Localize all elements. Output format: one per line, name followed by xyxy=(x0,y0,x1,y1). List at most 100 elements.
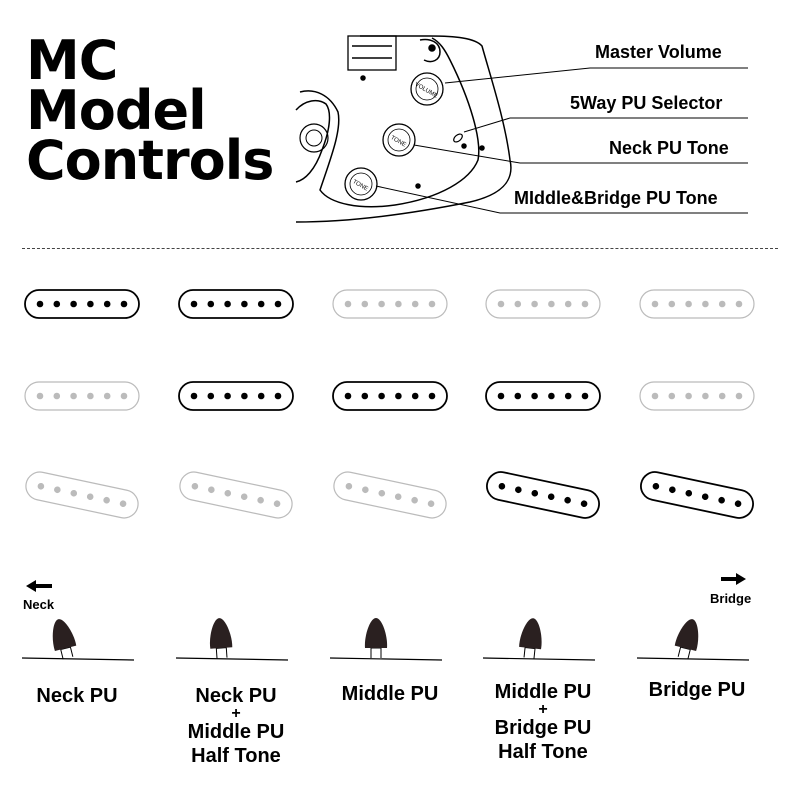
pole-piece xyxy=(86,493,94,501)
pole-piece xyxy=(119,500,127,508)
pole-piece xyxy=(564,300,572,308)
pole-piece xyxy=(257,496,264,504)
pole-piece xyxy=(411,392,419,400)
pole-piece xyxy=(394,493,402,501)
pickup-cover xyxy=(485,289,601,319)
pole-piece xyxy=(531,489,539,497)
pole-piece xyxy=(378,300,385,308)
pole-piece xyxy=(190,300,198,308)
position-label-line: Half Tone xyxy=(191,745,281,767)
switch-base-line xyxy=(636,657,750,661)
pole-piece xyxy=(103,392,111,400)
pole-piece xyxy=(362,486,369,494)
right-arrow-icon xyxy=(721,573,746,585)
pole-piece xyxy=(207,392,215,400)
pickup-cover xyxy=(485,381,601,411)
pickup-middle-pos2 xyxy=(178,381,294,411)
switch-lever xyxy=(519,618,542,659)
pole-piece xyxy=(241,392,248,400)
pole-piece xyxy=(345,482,353,490)
pole-piece xyxy=(257,300,265,308)
pickup-bridge-pos2 xyxy=(179,471,293,519)
pole-piece xyxy=(53,392,61,400)
horn-rosette xyxy=(299,123,329,153)
pole-piece xyxy=(514,300,522,308)
volume-knob: VOLUME xyxy=(410,72,444,106)
pole-piece xyxy=(120,392,128,400)
pickup-cover xyxy=(639,289,755,319)
pole-piece xyxy=(70,489,78,497)
switch-lever xyxy=(674,619,699,660)
guitar-body-illustration xyxy=(295,35,512,223)
pickguard-outline xyxy=(299,37,480,208)
pole-piece xyxy=(274,392,282,400)
callout-selector: 5Way PU Selector xyxy=(570,93,723,113)
pole-piece xyxy=(651,392,659,400)
pole-piece xyxy=(734,500,742,508)
pole-piece xyxy=(37,482,45,490)
callout-neck-tone: Neck PU Tone xyxy=(609,138,729,158)
pole-piece xyxy=(274,300,282,308)
pole-piece xyxy=(701,493,709,501)
title-line-1: MC xyxy=(26,29,118,92)
pole-piece xyxy=(361,300,369,308)
pole-piece xyxy=(427,500,435,508)
pole-piece xyxy=(702,300,709,308)
pickup-middle-pos3 xyxy=(332,381,448,411)
position-label-line: Bridge PU xyxy=(494,717,592,739)
pole-piece xyxy=(208,486,215,494)
position-label-3: Middle PU xyxy=(315,682,465,706)
pole-piece xyxy=(581,392,589,400)
pole-piece xyxy=(735,392,743,400)
pole-piece xyxy=(378,392,385,400)
dashed-divider xyxy=(22,248,778,249)
pole-piece xyxy=(36,392,44,400)
switch-knob xyxy=(674,619,699,651)
position-label-1: Neck PU xyxy=(2,684,152,708)
selector-switch-tip xyxy=(453,133,463,143)
pole-piece xyxy=(54,486,61,494)
pole-piece xyxy=(668,300,676,308)
body-outline xyxy=(295,35,512,223)
position-label-line: + xyxy=(231,705,241,722)
neck-tone-knob: TONE xyxy=(382,123,416,157)
pickup-cover xyxy=(332,381,448,411)
pole-piece xyxy=(564,496,571,504)
bridge-plate xyxy=(347,35,397,71)
callout-middle-bridge-tone: MIddle&Bridge PU Tone xyxy=(514,188,718,208)
pole-piece xyxy=(103,496,110,504)
pole-piece xyxy=(685,489,693,497)
pole-piece xyxy=(70,300,77,308)
pole-piece xyxy=(668,392,676,400)
pole-piece xyxy=(257,392,265,400)
pole-piece xyxy=(702,392,709,400)
pole-piece xyxy=(548,392,555,400)
pole-piece xyxy=(685,392,692,400)
switch-base-line xyxy=(482,657,596,661)
bridge-direction-label: Bridge xyxy=(710,591,752,606)
pole-piece xyxy=(735,300,743,308)
pole-piece xyxy=(652,482,660,490)
callout-leader-lines xyxy=(375,67,748,214)
pole-piece xyxy=(344,300,352,308)
pickup-grid xyxy=(24,289,755,519)
pole-piece xyxy=(224,300,231,308)
callout-master-volume: Master Volume xyxy=(595,42,722,62)
pickup-cover xyxy=(178,289,294,319)
pickup-cover xyxy=(332,289,448,319)
pole-piece xyxy=(87,392,94,400)
switch-lever xyxy=(52,619,77,660)
pickup-cover xyxy=(178,381,294,411)
position-label-line: Middle PU xyxy=(494,681,592,703)
pole-piece xyxy=(531,392,538,400)
selector-switch-pos5 xyxy=(636,619,750,661)
pole-piece xyxy=(428,392,436,400)
horn-outline xyxy=(295,99,331,183)
pole-piece xyxy=(395,392,402,400)
switch-base-line xyxy=(175,657,289,661)
pole-piece xyxy=(240,493,248,501)
pole-piece xyxy=(120,300,128,308)
pole-piece xyxy=(718,496,725,504)
pickup-cover xyxy=(25,471,139,519)
selector-switch-pos1 xyxy=(21,619,135,661)
